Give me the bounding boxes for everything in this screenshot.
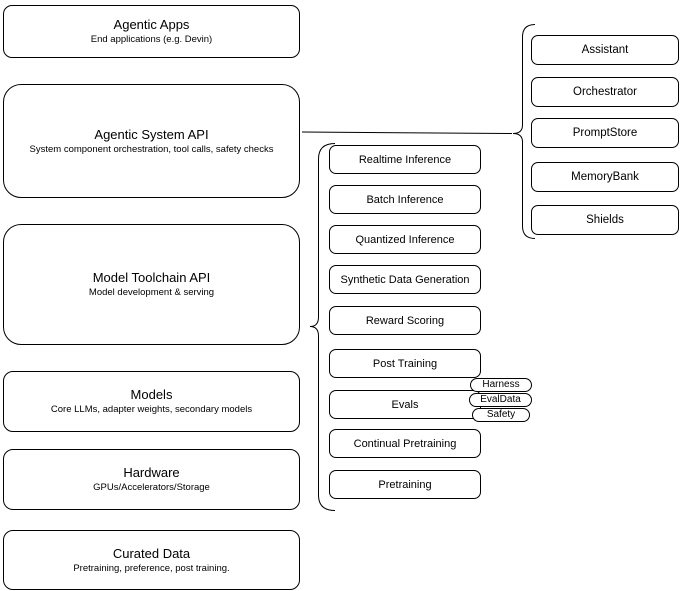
box-subtitle: GPUs/Accelerators/Storage [93, 482, 210, 493]
box-models: Models Core LLMs, adapter weights, secon… [3, 371, 300, 432]
node-realtime-inference: Realtime Inference [329, 145, 481, 174]
box-title: Model Toolchain API [92, 270, 211, 285]
box-title: Models [130, 387, 173, 402]
node-synthetic-data-generation: Synthetic Data Generation [329, 265, 481, 294]
tag-safety: Safety [472, 408, 530, 422]
node-memorybank: MemoryBank [531, 162, 679, 192]
box-subtitle: End applications (e.g. Devin) [90, 34, 213, 45]
box-curated-data: Curated Data Pretraining, preference, po… [3, 530, 300, 590]
tag-evaldata: EvalData [469, 393, 532, 407]
box-title: Curated Data [112, 545, 191, 561]
box-model-toolchain-api: Model Toolchain API Model development & … [3, 224, 300, 345]
box-title: Agentic System API [94, 126, 209, 142]
node-shields: Shields [531, 205, 679, 235]
toolchain-bracket [309, 143, 336, 511]
box-agentic-system-api: Agentic System API System component orch… [3, 84, 300, 198]
box-subtitle: System component orchestration, tool cal… [29, 143, 274, 155]
node-pretraining: Pretraining [329, 470, 481, 499]
system-api-connector-line [301, 131, 513, 134]
node-reward-scoring: Reward Scoring [329, 306, 481, 335]
system-bracket [512, 24, 536, 239]
box-subtitle: Core LLMs, adapter weights, secondary mo… [50, 404, 253, 415]
box-title: Agentic Apps [113, 17, 190, 32]
node-continual-pretraining: Continual Pretraining [329, 429, 481, 458]
node-batch-inference: Batch Inference [329, 185, 481, 214]
box-title: Hardware [123, 465, 180, 480]
node-assistant: Assistant [531, 35, 679, 65]
box-hardware: Hardware GPUs/Accelerators/Storage [3, 449, 300, 510]
box-subtitle: Model development & serving [88, 287, 215, 298]
node-orchestrator: Orchestrator [531, 77, 679, 107]
node-quantized-inference: Quantized Inference [329, 225, 481, 254]
box-agentic-apps: Agentic Apps End applications (e.g. Devi… [3, 5, 300, 58]
node-post-training: Post Training [329, 349, 481, 378]
node-promptstore: PromptStore [531, 118, 679, 148]
box-subtitle: Pretraining, preference, post training. [73, 562, 230, 574]
tag-harness: Harness [470, 378, 532, 392]
node-evals: Evals [329, 390, 481, 419]
